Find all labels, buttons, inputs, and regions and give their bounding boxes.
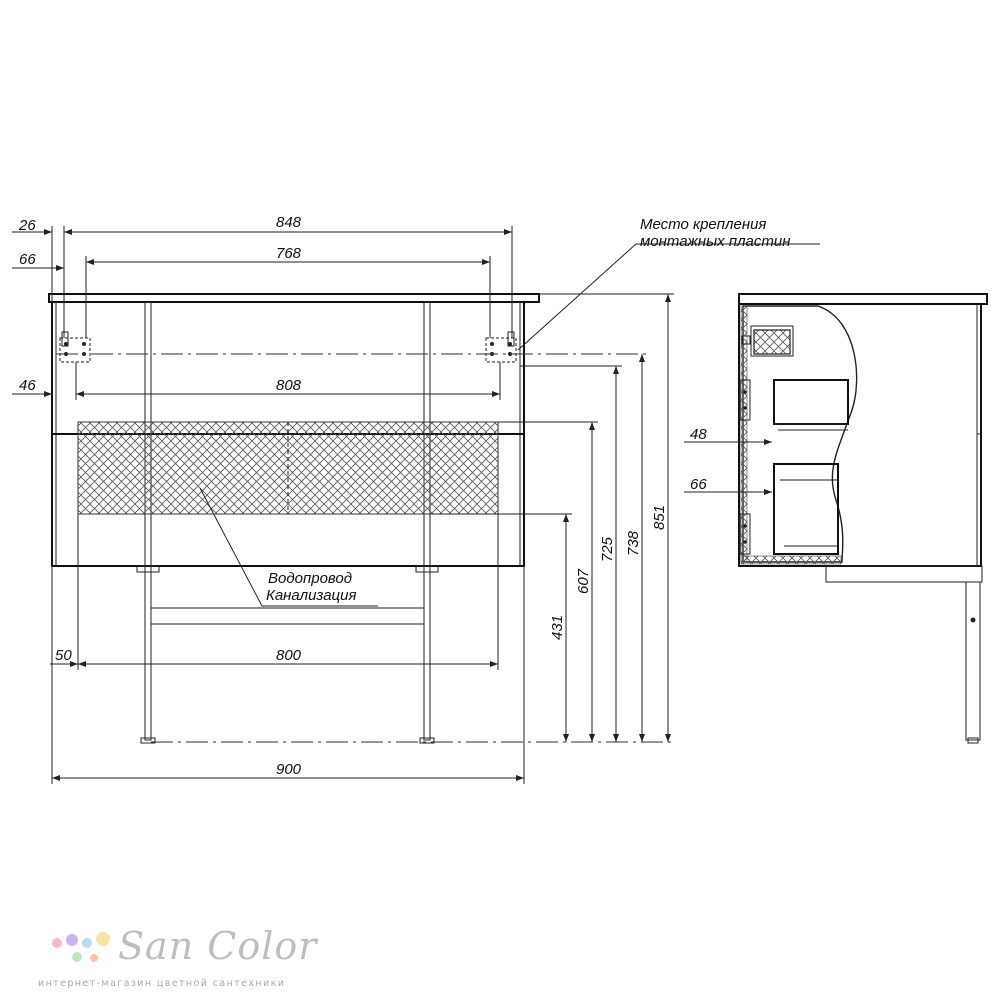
label-mounting-line1: Место крепления bbox=[640, 216, 766, 233]
label-mounting-line2: монтажных пластин bbox=[640, 233, 790, 250]
side-countertop bbox=[738, 293, 988, 305]
side-base-frame bbox=[825, 565, 983, 583]
side-drawer-lower bbox=[773, 463, 839, 555]
side-cutaway bbox=[742, 305, 858, 563]
dim-26: 26 bbox=[18, 217, 36, 234]
mounting-plate-right bbox=[485, 331, 517, 363]
dim-607: 607 bbox=[575, 568, 592, 594]
logo-dot bbox=[66, 934, 78, 946]
logo-dot bbox=[82, 938, 92, 948]
dimension-lines bbox=[12, 226, 820, 784]
logo-tagline: интернет-магазин цветной сантехники bbox=[38, 978, 286, 989]
logo-dot bbox=[72, 952, 82, 962]
side-drawer-upper bbox=[773, 379, 849, 425]
dim-848: 848 bbox=[276, 214, 302, 231]
front-view bbox=[48, 293, 672, 744]
countertop bbox=[48, 293, 540, 303]
dim-66-side: 66 bbox=[690, 476, 707, 493]
leg-left bbox=[144, 565, 152, 741]
dim-768: 768 bbox=[276, 245, 302, 262]
dim-800: 800 bbox=[276, 647, 302, 664]
dim-738: 738 bbox=[625, 530, 642, 556]
logo-name: San Color bbox=[118, 924, 318, 968]
label-pipes-line2: Канализация bbox=[266, 587, 357, 604]
leg-crossbar bbox=[150, 607, 425, 625]
dim-851: 851 bbox=[651, 505, 668, 530]
dim-431: 431 bbox=[549, 615, 566, 640]
logo-dot bbox=[90, 954, 98, 962]
dim-50: 50 bbox=[55, 647, 72, 664]
dim-725: 725 bbox=[599, 536, 616, 562]
logo-dot bbox=[96, 932, 110, 946]
side-leg bbox=[965, 581, 981, 741]
dim-48-side: 48 bbox=[690, 426, 707, 443]
side-view bbox=[684, 293, 988, 744]
dim-808: 808 bbox=[276, 377, 302, 394]
dim-900: 900 bbox=[276, 761, 302, 778]
dim-46: 46 bbox=[19, 377, 36, 394]
dim-66-left: 66 bbox=[19, 251, 36, 268]
label-pipes-line1: Водопровод bbox=[268, 570, 352, 587]
logo-dot bbox=[52, 938, 62, 948]
leg-right bbox=[423, 565, 431, 741]
